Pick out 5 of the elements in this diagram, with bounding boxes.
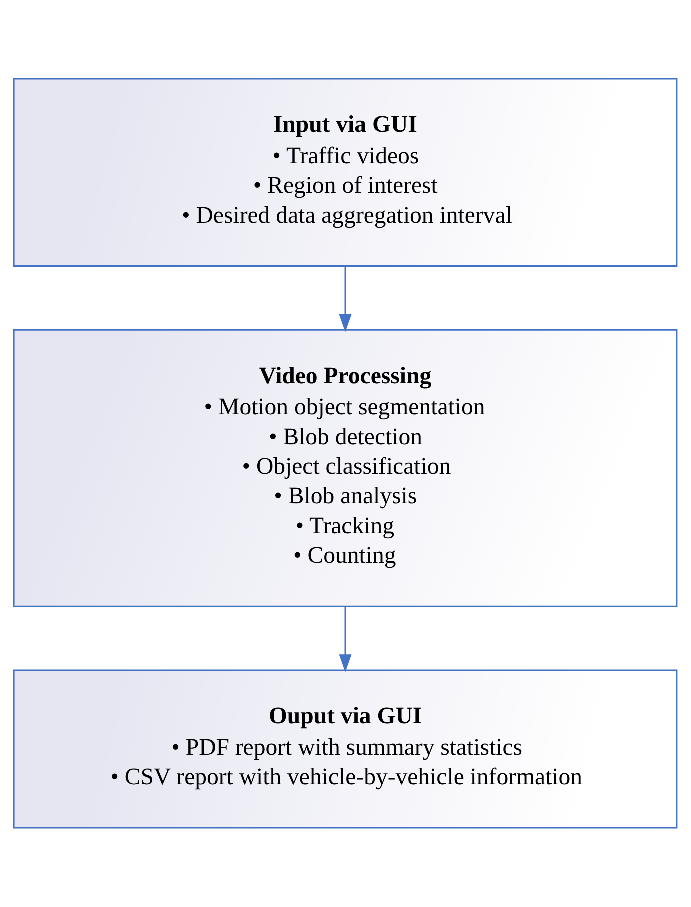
node-box: Ouput via GUI • PDF report with summary statistics • CSV report with vehicle-by-vehicle information bbox=[13, 670, 678, 829]
arrow bbox=[339, 606, 352, 672]
arrow bbox=[339, 266, 352, 332]
node-box: Video Processing • Motion object segmentation • Blob detection • Object classification • Blob analysis • Tracking • Counting bbox=[13, 329, 678, 608]
node-box: Input via GUI • Traffic videos • Region of interest • Desired data aggregation interval bbox=[13, 78, 678, 267]
